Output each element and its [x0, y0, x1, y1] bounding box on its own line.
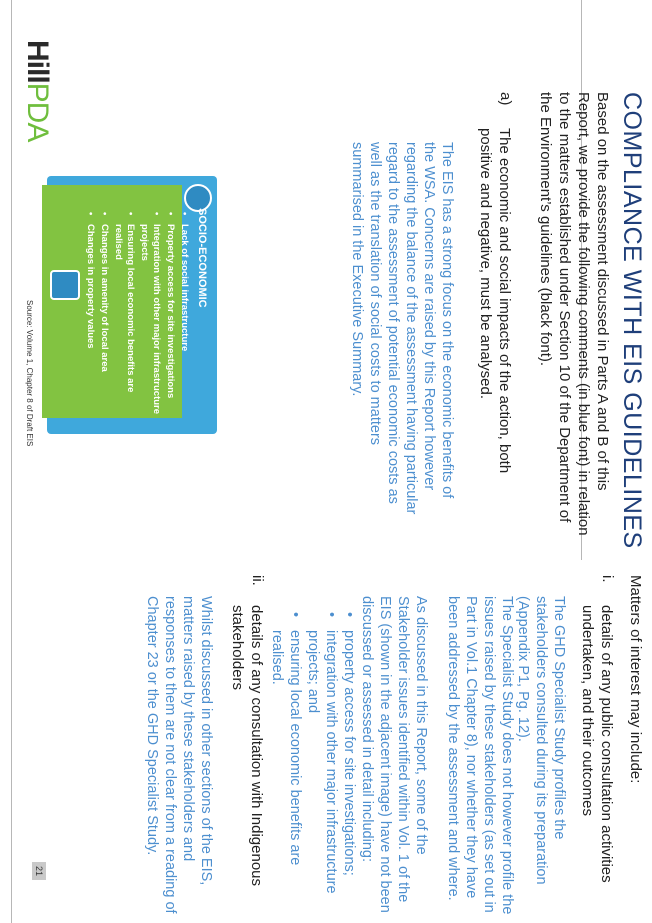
- stakeholder-issue: property access for site investigations;: [340, 612, 358, 917]
- item-i-comment-3: As discussed in this Report, some of the…: [359, 596, 429, 913]
- matters-heading: Matters of interest may include:: [627, 575, 644, 784]
- image-source-caption: Source: Volume 1, Chapter 8 of Draft EIS: [25, 300, 34, 447]
- header-gap: [636, 0, 646, 56]
- item-i-number: i.: [599, 575, 616, 583]
- stakeholder-issue-list: property access for site investigations;…: [268, 612, 358, 917]
- item-i-comment-2: The Specialist Study does not however pr…: [445, 596, 515, 915]
- panel-issue: Changes in amenity of local area: [98, 212, 110, 422]
- footer-rule: [11, 0, 12, 923]
- hillpda-logo: HillPDA: [21, 40, 54, 142]
- item-a-text: The economic and social impacts of the a…: [477, 128, 513, 474]
- panel-issue: Ensuring local economic benefits are rea…: [112, 212, 136, 422]
- panel-issue: Property access for site investigations: [164, 212, 176, 422]
- panel-issue-list: Lack of social infrastructure Property a…: [82, 212, 190, 422]
- item-a-number: a): [497, 92, 514, 106]
- panel-issue: Integration with other major infrastruct…: [138, 212, 162, 422]
- item-i-comment-1: The GHD Specialist Study profiles the st…: [515, 596, 567, 885]
- panel-issue: Changes in property values: [84, 212, 96, 422]
- panel-issue: Lack of social infrastructure: [178, 212, 190, 422]
- item-a-comment: The EIS has a strong focus on the econom…: [349, 142, 455, 515]
- item-ii-comment: Whilst discussed in other sections of th…: [144, 596, 214, 914]
- intro-paragraph: Based on the assessment discussed in Par…: [537, 92, 611, 536]
- page-number: 21: [32, 862, 46, 880]
- item-ii-number: ii.: [249, 575, 266, 586]
- panel-heading: SOCIO-ECONOMIC: [196, 208, 208, 308]
- document-icon: [50, 270, 80, 300]
- page-title: COMPLIANCE WITH EIS GUIDELINES: [618, 92, 646, 549]
- stakeholder-issue: integration with other major infrastruct…: [304, 612, 340, 917]
- item-ii-text: details of any consultation with Indigen…: [229, 605, 265, 887]
- stakeholder-issue: ensuring local economic benefits are rea…: [268, 612, 304, 917]
- item-i-text: details of any public consultation activ…: [579, 605, 615, 883]
